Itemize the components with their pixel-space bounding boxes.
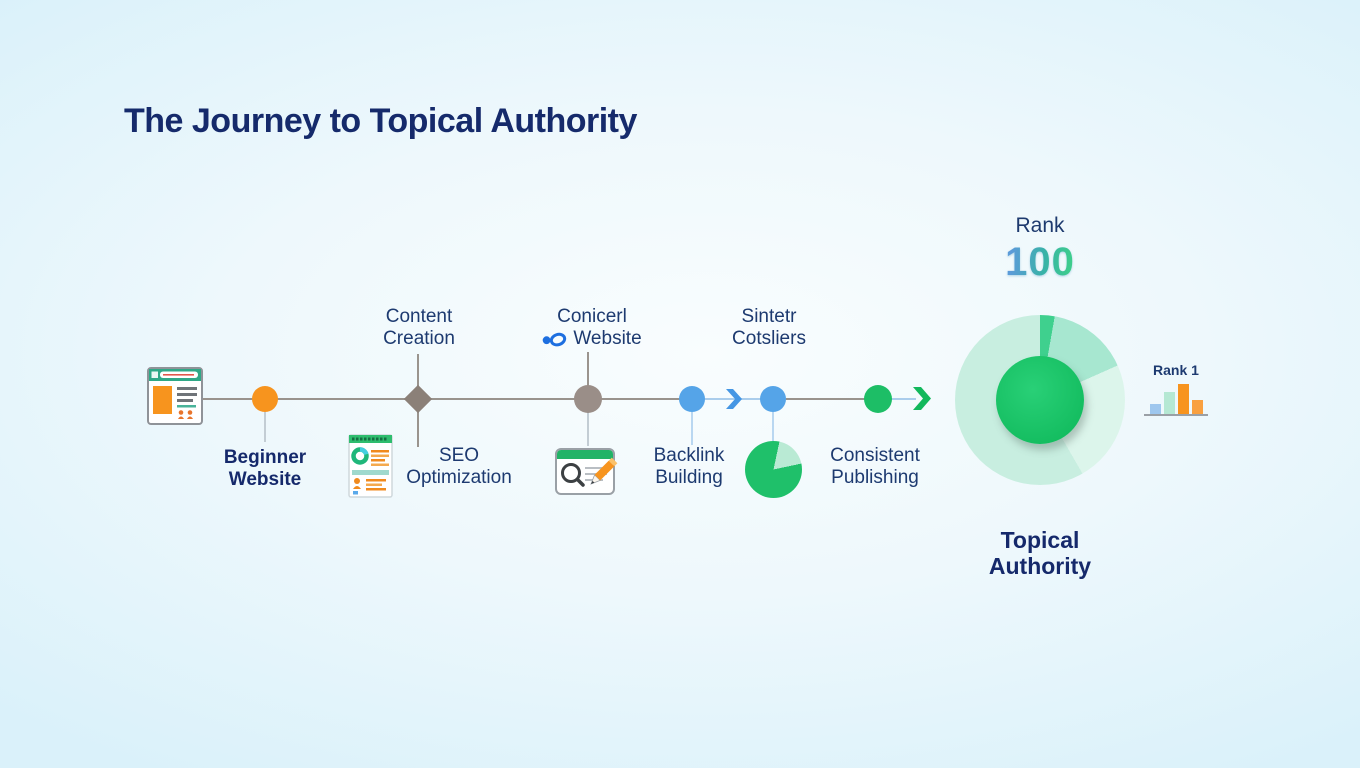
label-seo-optimization: SEO Optimization [406,445,512,488]
chevron-right-icon [913,387,931,410]
infinity-link-icon [543,332,567,346]
label-conicerl-line2: Website [573,328,642,349]
milestone-node-sintetr [760,386,786,412]
donut-center-circle [996,356,1084,444]
timeline-segment [429,398,680,400]
mini-bar-3 [1177,384,1189,414]
milestone-node-conicerl [574,385,602,413]
seo-report-icon [348,434,393,498]
connector-line [417,354,419,390]
rank1-mini-bar-chart: Rank 1 [1144,362,1208,416]
mini-chart-label: Rank 1 [1153,362,1199,378]
rank-value: 100 [1005,240,1075,284]
label-beginner-website: Beginner Website [223,447,307,490]
timeline-segment [202,398,407,400]
milestone-node-content-creation [403,384,433,414]
connector-line [587,352,589,386]
topical-authority-title: Topical Authority [988,527,1092,579]
mini-chart-baseline [1144,414,1208,416]
label-content-creation: Content Creation [383,306,455,349]
mini-bar-1 [1149,404,1161,414]
connector-line [417,409,419,447]
timeline-segment-blue [890,398,916,400]
search-writing-icon [555,448,618,495]
pie-chart-icon [745,441,802,498]
label-backlink-building: Backlink Building [653,445,725,488]
label-sintetr-cotsliers: Sintetr Cotsliers [732,306,806,349]
mini-bar-4 [1191,400,1203,414]
milestone-node-consistent [864,385,892,413]
milestone-node-backlink [679,386,705,412]
connector-line [772,412,774,443]
connector-line [264,412,266,442]
timeline-segment-blue [680,398,786,400]
timeline-segment [786,398,866,400]
connector-line [587,412,589,446]
connector-line [691,412,693,445]
rank-label: Rank [1015,214,1065,237]
browser-website-icon [147,367,203,425]
mini-bars [1144,382,1208,414]
label-conicerl-website: Conicerl Website [517,306,667,350]
mini-bar-2 [1163,392,1175,414]
milestone-node-beginner [252,386,278,412]
label-conicerl-line1: Conicerl [557,306,627,327]
page-title: The Journey to Topical Authority [124,102,637,140]
label-consistent-publishing: Consistent Publishing [830,445,920,488]
chevron-right-icon [726,389,742,409]
